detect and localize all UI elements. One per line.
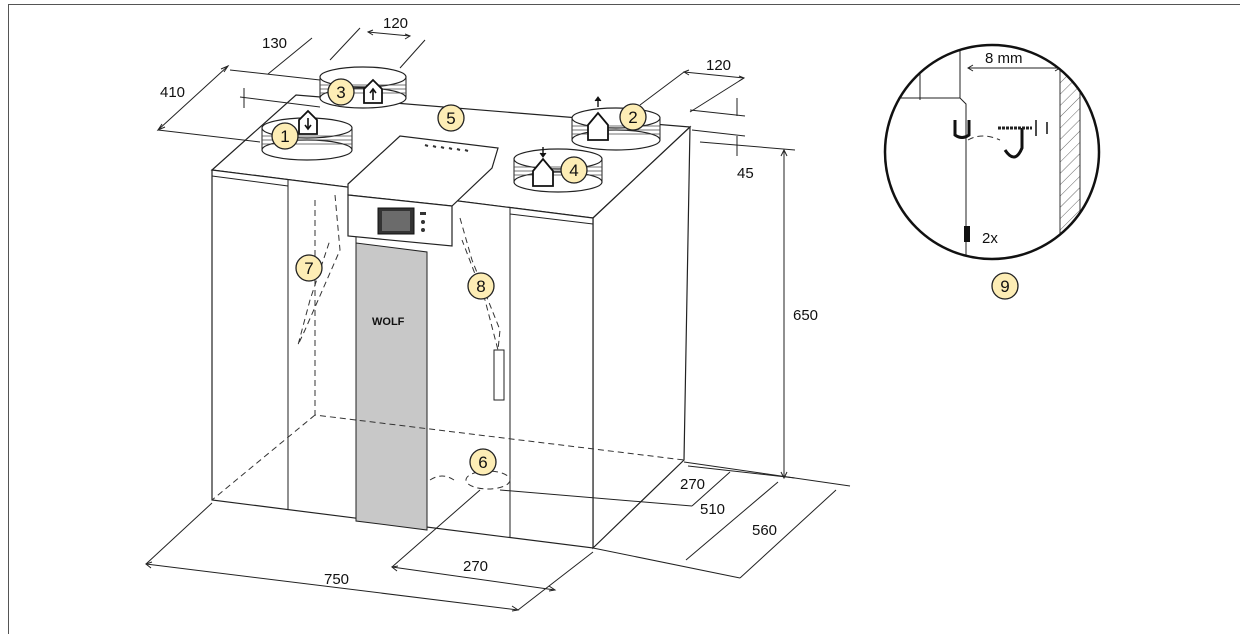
wall-hatch — [1059, 45, 1081, 259]
detail-view: 8 mm 2x — [883, 43, 1101, 261]
detail-gap-label: 8 mm — [985, 50, 1023, 67]
spigot-4 — [513, 148, 603, 193]
dimension-lines — [144, 27, 851, 612]
wolf-logo: WOLF — [372, 316, 405, 328]
front-strip — [355, 242, 428, 531]
callout-7: 7 — [295, 254, 323, 282]
dim-560: 560 — [752, 522, 777, 539]
clip-marker — [964, 226, 970, 242]
callout-4: 4 — [560, 156, 588, 184]
svg-text:1: 1 — [280, 127, 289, 146]
dim-120-top: 120 — [383, 15, 408, 32]
mounting-hook-icon — [953, 120, 1048, 159]
callout-1: 1 — [271, 122, 299, 150]
dim-120-right: 120 — [706, 57, 731, 74]
control-housing — [347, 135, 499, 247]
house-arrow-up-icon — [363, 78, 383, 104]
diagram-frame — [8, 4, 1240, 634]
dim-510: 510 — [700, 501, 725, 518]
dim-270-depth: 270 — [680, 476, 705, 493]
dim-650: 650 — [793, 307, 818, 324]
callout-6: 6 — [469, 448, 497, 476]
house-outline-icon — [532, 147, 554, 187]
dim-410: 410 — [160, 84, 185, 101]
wolf-logo-text: WOLF — [372, 316, 405, 328]
dim-130: 130 — [262, 35, 287, 52]
svg-text:2: 2 — [628, 108, 637, 127]
house-arrow-down-icon — [298, 109, 318, 135]
dim-270-width: 270 — [463, 558, 488, 575]
house-outline-icon — [587, 96, 609, 141]
callout-8: 8 — [467, 272, 495, 300]
svg-text:4: 4 — [569, 161, 578, 180]
callout-9: 9 — [991, 272, 1019, 300]
side-handle — [493, 349, 505, 401]
svg-text:8: 8 — [476, 277, 485, 296]
svg-text:7: 7 — [304, 259, 313, 278]
dim-750: 750 — [324, 571, 349, 588]
spigot-2 — [571, 107, 661, 151]
svg-text:3: 3 — [336, 83, 345, 102]
svg-text:5: 5 — [446, 109, 455, 128]
callout-3: 3 — [327, 78, 355, 106]
dim-45: 45 — [737, 165, 754, 182]
callout-5: 5 — [437, 104, 465, 132]
svg-text:9: 9 — [1000, 277, 1009, 296]
detail-count-label: 2x — [982, 230, 998, 247]
callout-2: 2 — [619, 103, 647, 131]
detail-circle — [883, 43, 1101, 261]
svg-text:6: 6 — [478, 453, 487, 472]
